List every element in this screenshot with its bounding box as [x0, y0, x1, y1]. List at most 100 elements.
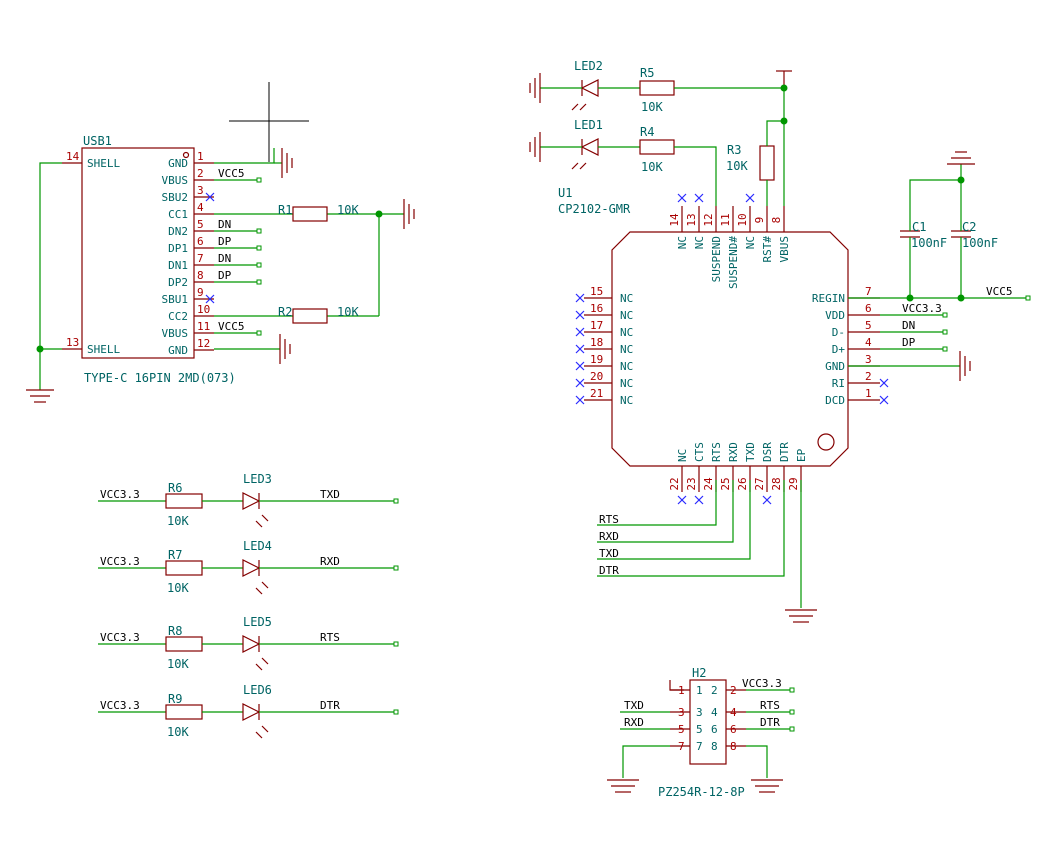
no-connect-icon	[205, 294, 215, 304]
led-row-resistor-value: 10K	[167, 514, 189, 528]
no-connect-icon	[575, 293, 585, 303]
no-connect-icon	[677, 193, 687, 203]
wire-end-icon	[256, 279, 262, 285]
u1-right-pins: 7REGINVCC56VDDVCC3.35D-DN4D+DP3GND2RI1DC…	[812, 285, 1013, 407]
r1-resistor[interactable]: R1 10K	[278, 203, 359, 222]
r4-reference: R4	[640, 125, 654, 139]
gnd-symbol-h2-right	[751, 779, 783, 793]
wire-end-icon	[393, 641, 399, 647]
led-row-resistor	[165, 636, 203, 652]
wire-end-icon	[789, 709, 795, 715]
gnd-symbol-caps	[947, 151, 975, 165]
wire-end-icon	[256, 228, 262, 234]
h2-net-label: DTR	[760, 716, 780, 729]
led-row-resistor-reference: R7	[168, 548, 182, 562]
usb1-pin-name: DN2	[168, 225, 188, 238]
usb1-net-label: DN	[218, 218, 231, 231]
usb1-pin-number: 10	[197, 303, 210, 316]
r4-resistor[interactable]: R4 10K	[639, 125, 675, 174]
c1-reference: C1	[912, 220, 926, 234]
h2-pin-number: 5	[678, 723, 685, 736]
r3-reference: R3	[727, 143, 741, 157]
wire-end-icon	[256, 330, 262, 336]
led-light-arrow-icon	[261, 581, 269, 589]
u1-pin-number: 25	[719, 477, 732, 490]
led2-reference: LED2	[574, 59, 603, 73]
led1-diode[interactable]: LED1	[540, 118, 640, 170]
u1-pin-name: NC	[620, 292, 633, 305]
led-row-resistor	[165, 560, 203, 576]
c1-capacitor[interactable]: C1 100nF	[900, 220, 947, 250]
usb1-right-pins: 1GND2VBUSVCC53SBU24CC15DN2DN6DP1DP7DN1DN…	[162, 150, 262, 357]
u1-pin-name: NC	[676, 449, 689, 462]
net-label-txd: TXD	[599, 547, 619, 560]
no-connect-icon	[694, 193, 704, 203]
r4-value: 10K	[641, 160, 663, 174]
led1-reference: LED1	[574, 118, 603, 132]
u1-pin-name: NC	[620, 360, 633, 373]
r2-resistor[interactable]: R2 10K	[278, 305, 359, 324]
led-row-resistor-reference: R9	[168, 692, 182, 706]
usb1-pin-number: 6	[197, 235, 204, 248]
usb1-pin-14-name: SHELL	[87, 157, 120, 170]
h2-pin-name: 2	[711, 684, 718, 697]
h2-wiring	[622, 680, 768, 778]
u1-pin-number: 21	[590, 387, 603, 400]
r3-resistor[interactable]: R3 10K	[726, 143, 775, 181]
cap-wiring	[906, 164, 965, 302]
usb1-wiring	[36, 148, 404, 390]
usb1-pin-13-number: 13	[66, 336, 79, 349]
usb1-pin-name: SBU1	[162, 293, 189, 306]
led-light-arrow-icon	[261, 657, 269, 665]
no-connect-icon	[575, 327, 585, 337]
c1-value: 100nF	[911, 236, 947, 250]
u1-pin-number: 22	[668, 477, 681, 490]
usb1-connector[interactable]: USB1 TYPE-C 16PIN 2MD(073) 1GND2VBUSVCC5…	[62, 134, 262, 385]
usb1-net-label: DN	[218, 252, 231, 265]
h2-pin-number: 3	[678, 706, 685, 719]
u1-pin-name: CTS	[693, 442, 706, 462]
u1-right-wiring	[848, 295, 1031, 367]
usb1-pin-name: VBUS	[162, 327, 189, 340]
u1-chip[interactable]: U1 CP2102-GMR 14NC13NC12SUSPEND11SUSPEND…	[558, 186, 1013, 505]
led-row-resistor	[165, 704, 203, 720]
led-row-resistor-value: 10K	[167, 657, 189, 671]
net-label-dtr: DTR	[599, 564, 619, 577]
u1-pin-number: 12	[702, 213, 715, 226]
led-row-led-reference: LED3	[243, 472, 272, 486]
no-connect-icon	[745, 193, 755, 203]
c2-value: 100nF	[962, 236, 998, 250]
u1-pin-name: RTS	[710, 442, 723, 462]
h2-value: PZ254R-12-8P	[658, 785, 745, 799]
led2-diode[interactable]: LED2	[540, 59, 640, 111]
led-row-resistor	[165, 493, 203, 509]
led-light-arrow-icon	[255, 731, 263, 739]
h2-pin-number: 4	[730, 706, 737, 719]
c2-capacitor[interactable]: C2 100nF	[951, 220, 998, 250]
usb1-pin-name: SBU2	[162, 191, 189, 204]
usb1-pin-number: 3	[197, 184, 204, 197]
u1-pin-number: 17	[590, 319, 603, 332]
u1-pin-number: 8	[770, 217, 783, 224]
u1-pin-number: 24	[702, 477, 715, 491]
gnd-symbol-ep	[785, 609, 817, 623]
usb1-pin-number: 2	[197, 167, 204, 180]
u1-pin-number: 28	[770, 477, 783, 490]
led-light-arrow-icon	[255, 520, 263, 528]
u1-pin-name: SUSPEND	[710, 236, 723, 282]
usb1-pin-number: 5	[197, 218, 204, 231]
u1-pin-name: RI	[832, 377, 845, 390]
u1-net-label: VCC5	[986, 285, 1013, 298]
u1-pin-number: 16	[590, 302, 603, 315]
r5-resistor[interactable]: R5 10K	[639, 66, 675, 114]
usb1-pin-name: CC1	[168, 208, 188, 221]
gnd-symbol-cc	[403, 199, 415, 229]
u1-pin-name: NC	[620, 377, 633, 390]
r2-reference: R2	[278, 305, 292, 319]
h2-pin-name: 7	[696, 740, 703, 753]
h2-pin-name: 4	[711, 706, 718, 719]
